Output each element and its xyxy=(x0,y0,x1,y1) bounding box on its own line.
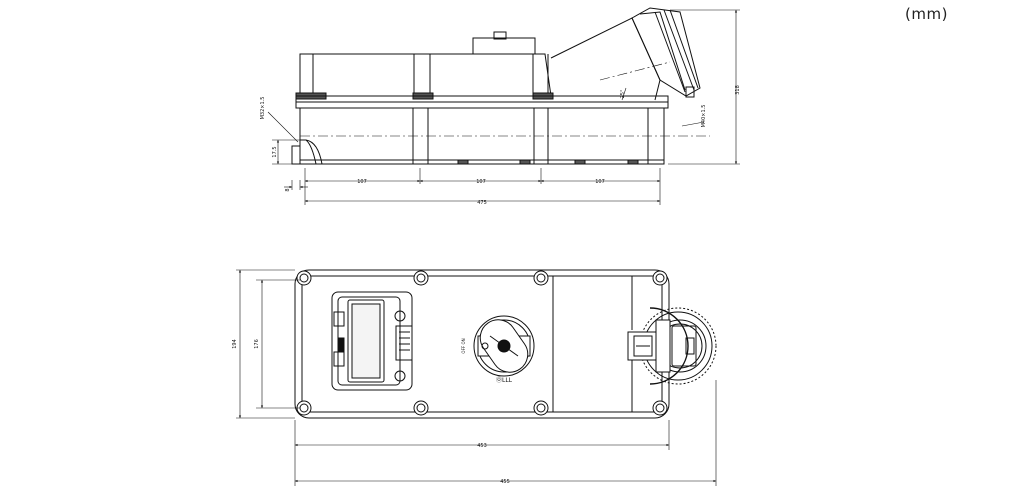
dim-spacing-3: 107 xyxy=(595,179,605,185)
screw xyxy=(413,270,429,286)
dim-total-length: 475 xyxy=(477,200,487,206)
switch-brand-label: ⓄLLL xyxy=(496,376,513,384)
dim-length-inner: 453 xyxy=(477,443,487,449)
screw xyxy=(533,270,549,286)
screws xyxy=(296,270,668,416)
dim-spacing-2: 107 xyxy=(476,179,486,185)
dim-height-outer: 194 xyxy=(232,339,238,349)
dim-8: 8 xyxy=(285,188,291,191)
upper-housing xyxy=(299,53,552,97)
angled-socket-cap xyxy=(631,7,701,97)
dim-spacing-1: 107 xyxy=(357,179,367,185)
switch-off-on-label: OFF ON xyxy=(461,338,466,353)
screw xyxy=(296,400,312,416)
dim-m40: M40×1.5 xyxy=(701,105,707,128)
screw xyxy=(413,400,429,416)
side-dimension-lines xyxy=(267,9,740,205)
screw xyxy=(652,400,668,416)
dim-m32: M32×1.5 xyxy=(260,97,266,120)
dim-height-inner: 176 xyxy=(254,339,260,349)
round-socket xyxy=(627,307,717,385)
dim-17-5: 17.5 xyxy=(272,146,278,157)
switch-knob-top xyxy=(472,37,536,55)
unit-label: (mm) xyxy=(905,5,948,23)
dim-height-total: 318 xyxy=(735,85,741,95)
dim-angle: 25° xyxy=(620,89,626,98)
angled-socket-body xyxy=(550,17,661,101)
rotary-switch xyxy=(473,315,535,377)
breaker-window xyxy=(331,291,413,391)
knob-stem xyxy=(493,31,507,40)
dim-length-total: 455 xyxy=(500,479,510,485)
screw xyxy=(652,270,668,286)
screw xyxy=(533,400,549,416)
side-view xyxy=(291,7,701,165)
screw xyxy=(296,270,312,286)
top-dimension-lines xyxy=(236,269,717,486)
